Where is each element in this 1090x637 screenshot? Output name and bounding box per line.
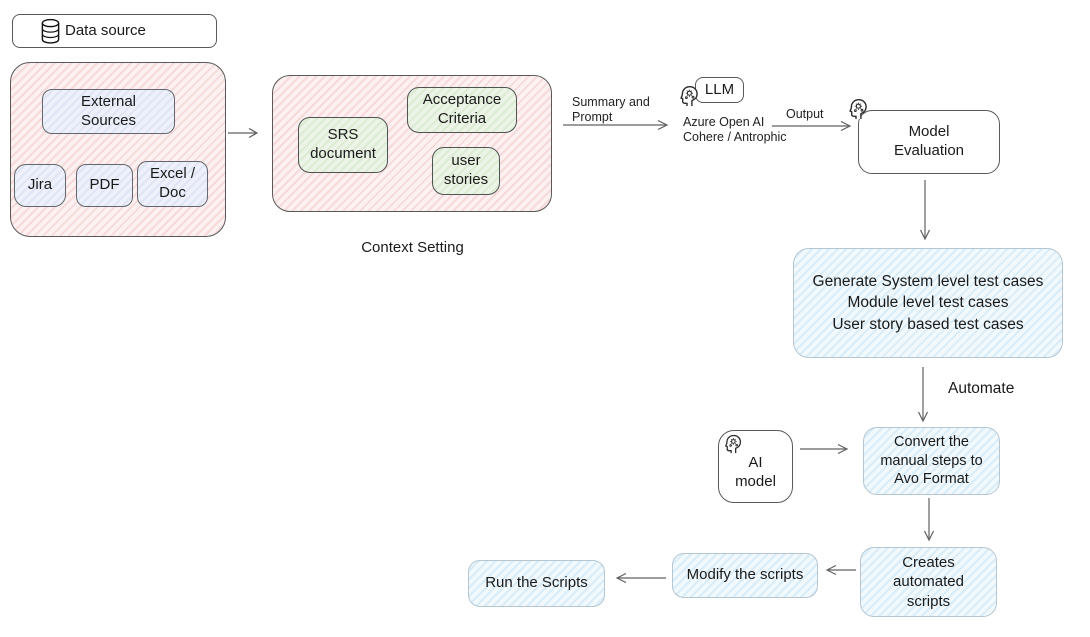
node-user-stories: user stories bbox=[432, 147, 500, 195]
edge-label-summary-prompt: Summary and Prompt bbox=[572, 95, 650, 124]
ai-head-icon bbox=[846, 97, 870, 121]
node-model-evaluation: Model Evaluation bbox=[858, 110, 1000, 174]
node-data-source: Data source bbox=[12, 14, 217, 48]
node-excel-doc: Excel / Doc bbox=[137, 161, 208, 207]
node-jira: Jira bbox=[14, 164, 66, 207]
arrow-model-evaluation-to-generate bbox=[919, 180, 931, 241]
arrow-generate-to-convert bbox=[917, 367, 929, 423]
arrow-convert-to-creates bbox=[923, 498, 935, 542]
edge-label-output: Output bbox=[786, 107, 824, 121]
node-pdf: PDF bbox=[76, 164, 133, 207]
context-setting-caption: Context Setting bbox=[361, 239, 464, 256]
node-modify-scripts: Modify the scripts bbox=[672, 553, 818, 598]
arrow-modify-to-run bbox=[615, 572, 666, 584]
node-acceptance-criteria: Acceptance Criteria bbox=[407, 87, 517, 133]
llm-providers-label: Azure Open AI Cohere / Antrophic bbox=[683, 115, 787, 144]
database-icon bbox=[40, 18, 61, 45]
ai-head-icon bbox=[677, 84, 701, 108]
edge-label-automate: Automate bbox=[948, 380, 1015, 397]
ai-head-icon bbox=[722, 433, 744, 455]
arrow-ai-model-to-convert bbox=[800, 443, 849, 455]
node-convert-avo-format: Convert the manual steps to Avo Format bbox=[863, 427, 1000, 495]
data-source-label: Data source bbox=[65, 21, 146, 39]
node-llm: LLM bbox=[695, 77, 744, 103]
arrow-creates-to-modify bbox=[825, 564, 856, 576]
node-srs-document: SRS document bbox=[298, 117, 388, 173]
node-run-scripts: Run the Scripts bbox=[468, 560, 605, 607]
node-creates-automated-scripts: Creates automated scripts bbox=[860, 547, 997, 617]
node-external-sources: External Sources bbox=[42, 89, 175, 134]
node-generate-test-cases: Generate System level test cases Module … bbox=[793, 248, 1063, 358]
arrow-external-to-context bbox=[228, 127, 259, 139]
